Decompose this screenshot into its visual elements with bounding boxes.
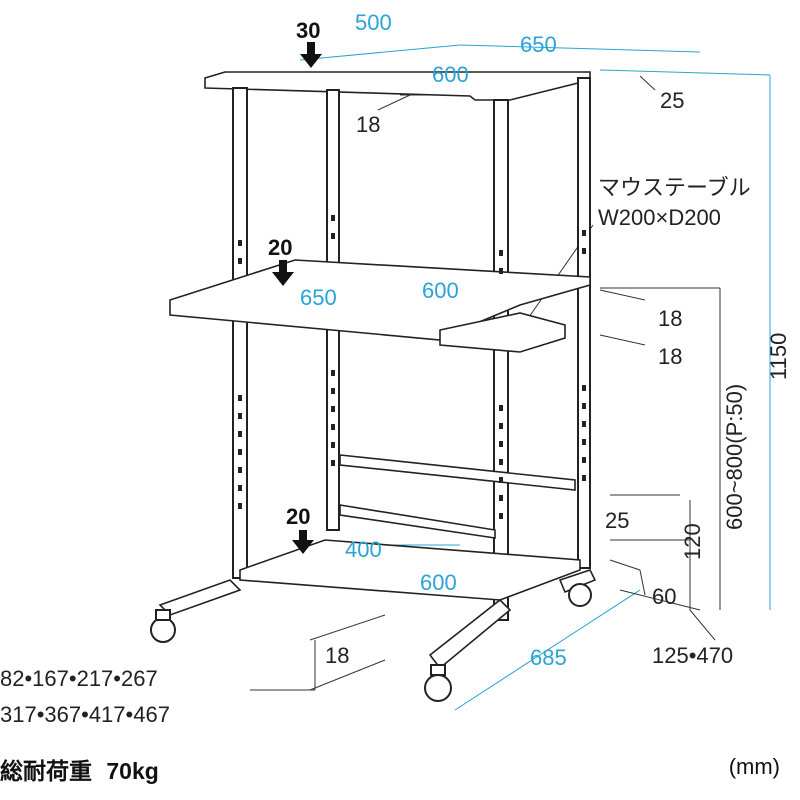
mouse-table-label: マウステーブル	[598, 175, 751, 200]
total-load-caption: 総耐荷重 70kg	[0, 752, 159, 786]
top-width-outer-label: 650	[520, 32, 557, 57]
caster-stem-right	[430, 664, 446, 676]
middle-thickness-label: 18	[658, 306, 682, 331]
range-label: 125•470	[652, 643, 733, 668]
top-thickness-label: 18	[356, 112, 380, 137]
desk-frame	[150, 71, 597, 702]
bottom-top-label: 25	[605, 508, 629, 533]
hole-positions-line1: 82•167•217•267	[0, 666, 158, 691]
post-front-right	[493, 99, 509, 621]
crossbar-upper	[339, 454, 576, 491]
top-shelf	[204, 71, 591, 101]
middle-range-label: 600~800(P:50)	[722, 384, 747, 530]
bottom-shelf-load: 20	[286, 504, 310, 529]
base-right	[428, 598, 512, 670]
mouse-table-size: W200×D200	[598, 205, 721, 230]
base-left	[158, 579, 242, 616]
mouse-thickness-label: 18	[658, 344, 682, 369]
total-height-label: 1150	[766, 333, 791, 380]
bottom-shelf	[239, 539, 581, 601]
gap-label: 120	[680, 523, 705, 560]
caster-back-right	[568, 583, 592, 607]
top-shelf-load: 30	[296, 18, 320, 43]
crossbar-lower	[339, 504, 496, 539]
bottom-width-label: 600	[420, 570, 457, 595]
top-width-inner-label: 600	[432, 62, 469, 87]
mouse-table	[439, 312, 566, 353]
arrow-down-icon	[300, 42, 322, 68]
base-back	[558, 569, 597, 594]
middle-shelf-load: 20	[268, 235, 292, 260]
top-offset-label: 25	[660, 88, 684, 113]
caster-stem-left	[155, 609, 171, 621]
post-back-right	[577, 77, 591, 569]
caster-front-right	[424, 674, 452, 702]
caster-front-left	[150, 617, 176, 643]
hole-positions-line2: 317•367•417•467	[0, 702, 170, 727]
bottom-depth-label: 400	[345, 537, 382, 562]
unit-label: (mm)	[728, 754, 780, 779]
adjustment-holes	[238, 215, 586, 519]
arrow-down-icon	[292, 530, 314, 554]
bottom-height-label: 60	[652, 584, 676, 609]
middle-shelf	[169, 259, 591, 341]
top-depth-label: 500	[355, 10, 392, 35]
total-load-label: 総耐荷重	[0, 758, 92, 784]
arrow-down-icon	[272, 260, 294, 286]
base-depth-label: 685	[530, 645, 567, 670]
load-arrows	[272, 42, 322, 554]
middle-inner-label: 600	[422, 278, 459, 303]
bottom-thickness-label: 18	[325, 643, 349, 668]
total-load-value: 70kg	[106, 758, 159, 784]
middle-width-label: 650	[300, 285, 337, 310]
